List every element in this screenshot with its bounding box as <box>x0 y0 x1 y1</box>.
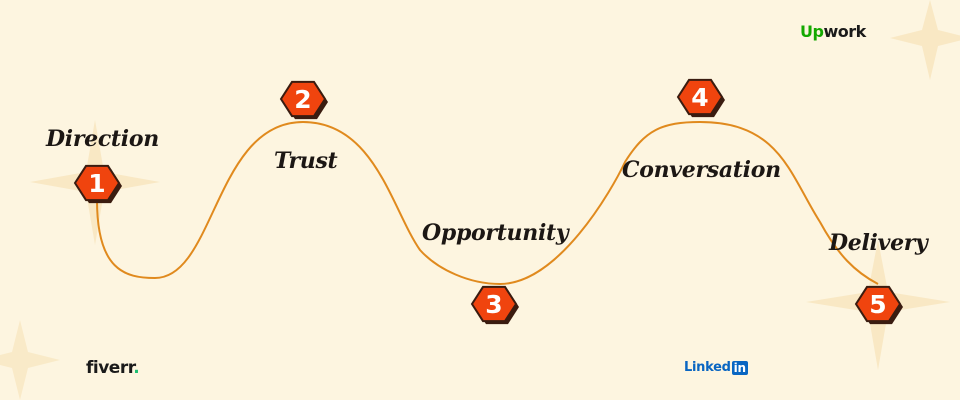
step-badges: 1 2 3 4 5 <box>73 78 903 325</box>
step-label-opportunity: Opportunity <box>422 220 569 246</box>
step-badge-4: 4 <box>676 78 725 118</box>
sparkle-bottom-left <box>0 320 60 400</box>
step-badge-number: 1 <box>88 169 105 198</box>
step-badge-hexagon <box>73 164 121 202</box>
step-badge-2: 2 <box>279 80 328 120</box>
step-badge-5: 5 <box>854 285 903 325</box>
upwork-logo: Upwork <box>800 22 866 41</box>
step-badge-hexagon <box>676 78 724 116</box>
step-badge-3: 3 <box>470 285 519 325</box>
step-badge-number: 5 <box>869 290 886 319</box>
step-badge-hexagon <box>279 80 327 118</box>
step-badge-1: 1 <box>73 164 122 204</box>
step-label-delivery: Delivery <box>829 230 928 256</box>
step-badge-number: 3 <box>485 290 502 319</box>
step-label-trust: Trust <box>274 148 338 174</box>
step-badge-hexagon <box>470 285 518 323</box>
step-badge-hexagon <box>854 285 902 323</box>
sparkle-top-right <box>890 0 960 80</box>
step-badge-number: 4 <box>691 83 708 112</box>
linkedin-in-box: in <box>731 360 748 375</box>
journey-curve <box>96 120 879 286</box>
step-label-direction: Direction <box>46 126 159 152</box>
step-badge-number: 2 <box>294 85 311 114</box>
fiverr-logo: fiverr. <box>86 358 140 378</box>
step-label-conversation: Conversation <box>622 157 781 183</box>
